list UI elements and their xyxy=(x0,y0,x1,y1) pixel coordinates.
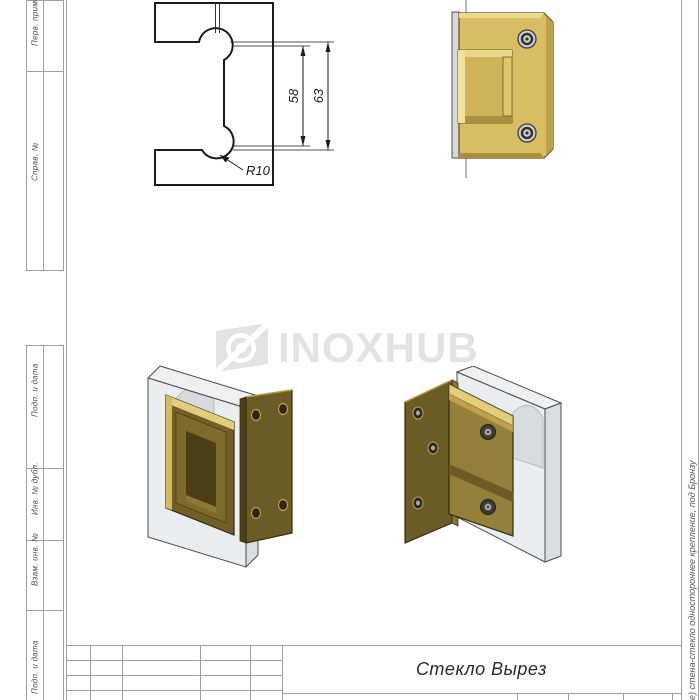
stamp-box-podp-data-1: Подп. и дата xyxy=(26,345,64,469)
stamp-label: Справ. № xyxy=(30,142,40,181)
recess-highlight xyxy=(186,495,216,513)
stamp-box-divider xyxy=(43,72,44,270)
dim-text-58: 58 xyxy=(286,88,301,103)
wall-plate xyxy=(404,379,453,544)
brand-watermark: INOXHUB xyxy=(214,322,479,374)
stamp-box-sprav-no: Справ. № xyxy=(26,71,64,271)
titleblock-col-line xyxy=(517,693,518,700)
product-description-note: е) стена-стекло одностороннее крепление,… xyxy=(687,460,697,700)
arrowhead xyxy=(325,140,331,150)
arrowhead xyxy=(300,46,306,56)
titleblock-row-line xyxy=(66,675,282,676)
plate-top-highlight xyxy=(404,379,453,403)
arrowhead xyxy=(220,155,230,163)
titleblock-col-line xyxy=(250,645,251,700)
titleblock-col-line xyxy=(122,645,123,700)
leaf-left-bevel xyxy=(166,395,172,510)
titleblock-row-line xyxy=(66,690,282,691)
glass-cutout-drawing: 58 63 R10 xyxy=(154,2,334,186)
stamp-label: Перв. примен. xyxy=(30,0,40,46)
stamp-box-divider xyxy=(43,541,44,610)
leaf-bottom-bevel xyxy=(458,116,512,123)
sheet-right-edge xyxy=(698,0,699,700)
screw-hole xyxy=(412,406,424,420)
plate-top-facet xyxy=(459,13,544,18)
stamp-label: Подп. и дата xyxy=(30,363,40,417)
frame-left-border xyxy=(66,0,67,700)
stamp-box-vzam-inv: Взам. инв. № xyxy=(26,532,64,611)
leaf-step xyxy=(502,56,513,117)
stamp-box-perv-primen: Перв. примен. xyxy=(26,0,64,72)
watermark-text: INOXHUB xyxy=(278,324,479,371)
titleblock-col-line xyxy=(282,645,283,700)
arrowhead xyxy=(325,42,331,52)
screw-hole xyxy=(412,496,424,510)
stamp-label: Взам. инв. № xyxy=(30,532,40,586)
inoxhub-logo-icon xyxy=(214,322,270,374)
titleblock-col-line xyxy=(672,693,673,700)
titleblock-col-line xyxy=(568,693,569,700)
titleblock-col-line xyxy=(90,645,91,700)
part-title: Стекло Вырез xyxy=(415,658,548,679)
glass-side-face xyxy=(544,402,562,563)
screw-hole xyxy=(277,402,289,416)
hinge-iso-left xyxy=(147,365,293,569)
titleblock-row-line xyxy=(66,660,282,661)
screw-hole xyxy=(277,498,289,512)
screw-hole xyxy=(250,506,262,520)
screw-hole xyxy=(250,408,262,422)
screw xyxy=(517,123,537,143)
arrowhead xyxy=(300,136,306,146)
plate-top-highlight xyxy=(245,389,293,398)
hinge-front-view xyxy=(451,0,554,178)
dim-text-63: 63 xyxy=(311,88,326,103)
stamp-box-divider xyxy=(43,611,44,700)
wall-plate-edge xyxy=(239,396,247,544)
stamp-box-divider xyxy=(43,346,44,468)
radius-text: R10 xyxy=(246,163,271,178)
stamp-box-podp-data-2: Подп. и дата xyxy=(26,610,64,700)
stamp-box-inv-dubl: Инв. № дубл. xyxy=(26,461,64,541)
titleblock-row-line xyxy=(282,693,681,694)
stamp-box-divider xyxy=(43,469,44,540)
screw xyxy=(480,424,496,440)
screw xyxy=(517,29,537,49)
titleblock-col-line xyxy=(200,645,201,700)
leaf-top-bevel xyxy=(458,50,512,57)
stamp-box-divider xyxy=(43,1,44,71)
body-groove xyxy=(449,464,513,502)
stamp-label: Инв. № дубл. xyxy=(30,461,40,515)
plate-right-facet xyxy=(546,17,553,154)
plate-bottom-facet xyxy=(459,153,544,158)
cutout-outline xyxy=(154,2,274,186)
hinge-iso-right xyxy=(404,366,563,563)
stamp-label: Подп. и дата xyxy=(30,640,40,694)
leaf-top-bevel xyxy=(166,395,234,430)
titleblock-top-line xyxy=(66,645,681,646)
screw xyxy=(480,499,496,515)
screw-hole xyxy=(427,441,439,455)
titleblock-col-line xyxy=(623,693,624,700)
body-top-bevel-2 xyxy=(449,394,513,432)
frame-right-border xyxy=(681,0,682,700)
leaf-left-highlight xyxy=(458,50,465,123)
leaf-recess xyxy=(186,431,216,507)
